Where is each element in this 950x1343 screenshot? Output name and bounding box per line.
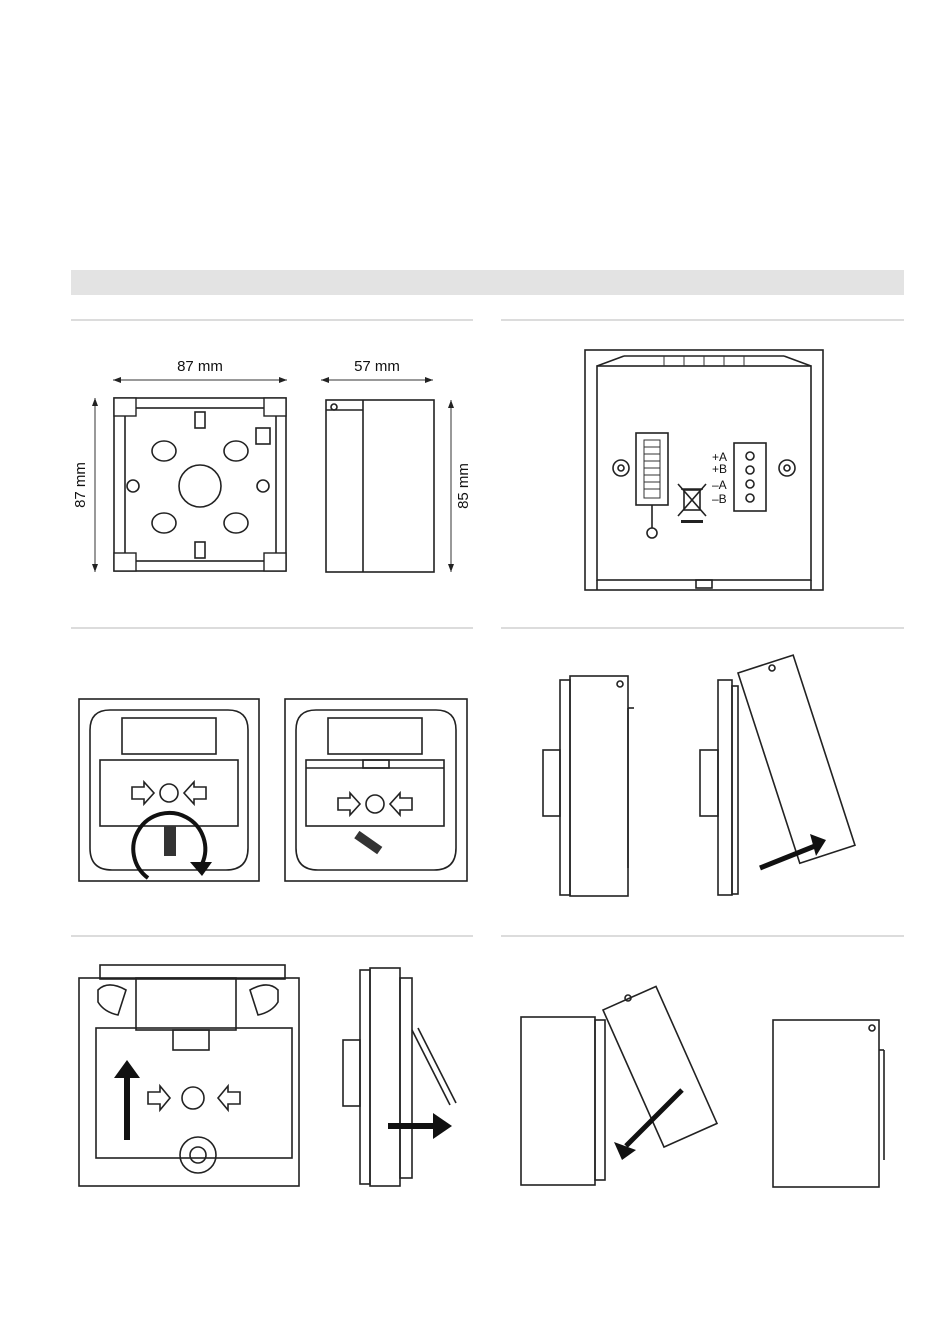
side-view-opening: [700, 655, 855, 895]
call-point-front-left: [79, 699, 259, 881]
front-removal-drawing: [78, 960, 478, 1192]
side-view: [326, 400, 434, 572]
terminal-label-minus-b: –B: [712, 492, 727, 506]
back-box-front-view: [114, 398, 286, 571]
side-view-closed-final: [773, 1020, 884, 1187]
terminal-label-minus-a: –A: [712, 478, 727, 492]
height-label: 87 mm: [72, 462, 89, 508]
call-point-front-right: [285, 699, 467, 881]
side-height-label: 85 mm: [455, 463, 472, 509]
divider: [71, 935, 473, 937]
side-tilt-drawing: [540, 668, 870, 900]
divider: [501, 319, 904, 321]
rear-view-drawing: +A +B –A –B: [584, 348, 824, 593]
depth-label: 57 mm: [354, 358, 400, 375]
front-open-drawing: [78, 698, 468, 888]
divider: [71, 319, 473, 321]
side-view-closing: [521, 986, 717, 1185]
side-view-removal: [343, 968, 456, 1186]
divider: [71, 627, 473, 629]
terminal-label-plus-b: +B: [712, 462, 727, 476]
side-view-closed: [543, 676, 634, 896]
divider: [501, 627, 904, 629]
section-header-band: [71, 270, 904, 295]
dimensions-drawing: 87 mm 87 mm 57 mm 85 mm: [71, 340, 473, 600]
width-label: 87 mm: [177, 358, 223, 375]
divider: [501, 935, 904, 937]
call-point-interior-front: [79, 965, 299, 1186]
cover-refit-drawing: [518, 990, 890, 1190]
